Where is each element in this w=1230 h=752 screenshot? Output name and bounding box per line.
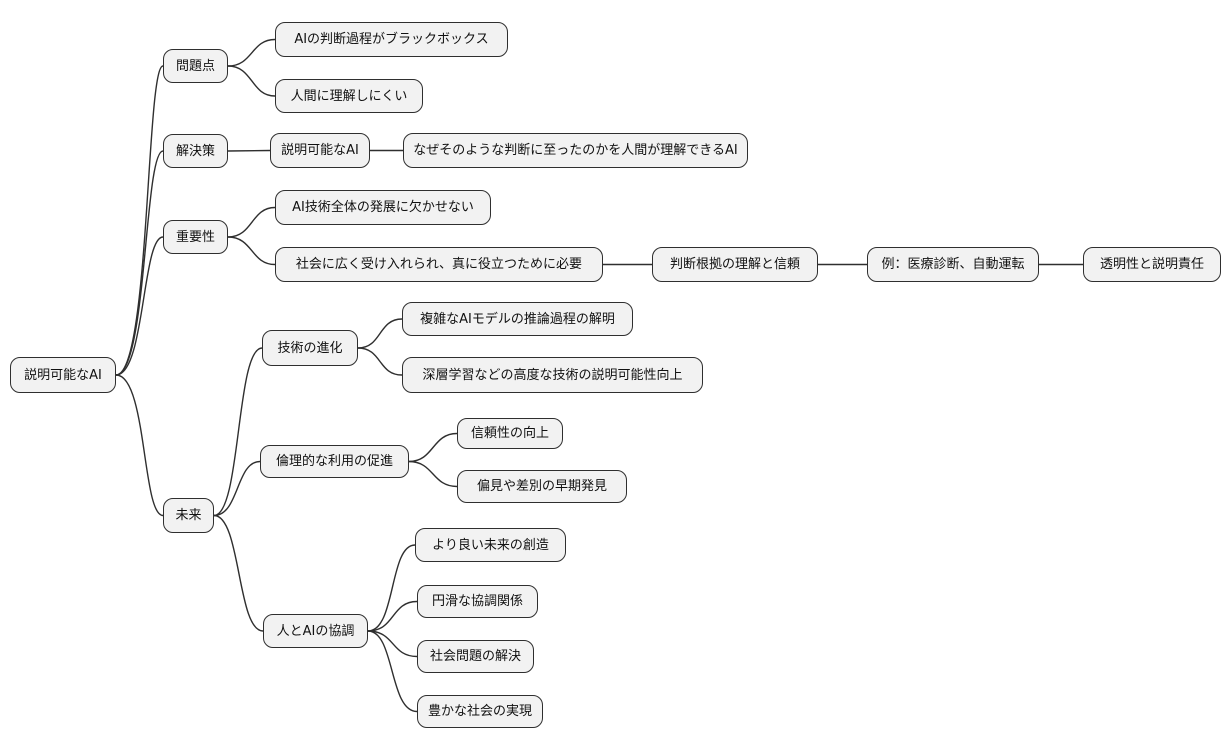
node-reliability-improvement: 信頼性の向上 (457, 418, 563, 449)
edge-importance-social (227, 236, 276, 266)
edge-importance-essential (227, 206, 276, 238)
edge-future-tech-evolution (213, 347, 263, 517)
node-social-problem-solving: 社会問題の解決 (417, 640, 534, 673)
edge-root-solution (115, 150, 164, 376)
node-solution: 解決策 (163, 134, 228, 168)
node-root-explainable-ai: 説明可能なAI (10, 357, 116, 393)
edge-collab-better-future (367, 544, 416, 632)
edge-future-collaboration (213, 514, 264, 632)
edge-collab-social-problems (367, 630, 418, 658)
node-examples-medical-driving: 例：医療診断、自動運転 (867, 247, 1039, 282)
edge-ethical-bias (408, 460, 458, 488)
edge-future-ethical-use (213, 460, 261, 517)
edge-root-problems (115, 65, 164, 376)
node-black-box: AIの判断過程がブラックボックス (275, 22, 508, 57)
node-human-understandable-judgment: なぜそのような判断に至ったのかを人間が理解できるAI (403, 133, 748, 168)
edge-tech-complex-model (357, 318, 403, 349)
node-hard-to-understand: 人間に理解しにくい (275, 79, 423, 113)
edge-solution-explainable-ai (227, 149, 271, 152)
edge-root-future (115, 374, 164, 517)
node-deep-learning-explainability: 深層学習などの高度な技術の説明可能性向上 (402, 357, 703, 393)
edge-collab-smooth (367, 600, 418, 632)
node-importance: 重要性 (163, 220, 228, 254)
edge-collab-prosperous (367, 630, 418, 713)
edge-problems-blackbox (227, 38, 276, 67)
node-ethical-use: 倫理的な利用の促進 (260, 445, 409, 478)
node-trust-in-judgment-basis: 判断根拠の理解と信頼 (652, 247, 818, 282)
node-future: 未来 (163, 498, 214, 533)
node-better-future: より良い未来の創造 (415, 528, 566, 562)
edge-root-importance (115, 236, 164, 376)
node-transparency-accountability: 透明性と説明責任 (1083, 247, 1221, 282)
node-smooth-collaboration: 円滑な協調関係 (417, 585, 538, 618)
node-prosperous-society: 豊かな社会の実現 (417, 695, 543, 728)
node-essential-for-ai-development: AI技術全体の発展に欠かせない (275, 190, 491, 225)
node-complex-model-reasoning: 複雑なAIモデルの推論過程の解明 (402, 302, 633, 336)
node-tech-evolution: 技術の進化 (262, 330, 358, 366)
node-bias-early-detection: 偏見や差別の早期発見 (457, 470, 627, 503)
node-problems: 問題点 (163, 49, 228, 83)
edge-problems-hard-to-understand (227, 65, 276, 97)
node-human-ai-collaboration: 人とAIの協調 (263, 614, 368, 648)
node-explainable-ai: 説明可能なAI (270, 133, 370, 168)
edge-ethical-reliability (408, 432, 458, 463)
edge-tech-deep-learning (357, 347, 403, 376)
node-social-acceptance: 社会に広く受け入れられ、真に役立つために必要 (275, 247, 603, 282)
